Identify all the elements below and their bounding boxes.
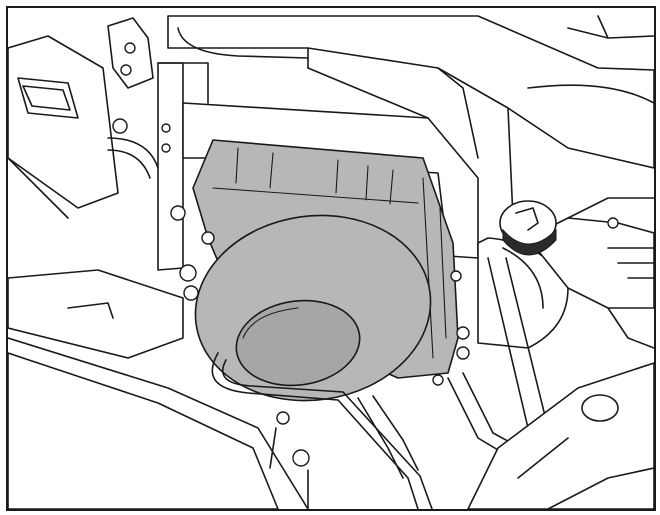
- left-hose: [107, 118, 199, 301]
- reservoir-cap: [499, 197, 654, 349]
- highlighted-unit: [192, 139, 470, 402]
- engine-bay-line-drawing: [8, 15, 654, 509]
- upper-housing: [167, 15, 654, 219]
- top-left-bracket: [107, 17, 154, 89]
- lower-left-panel: [8, 269, 309, 509]
- illustration-frame: [6, 6, 656, 511]
- left-bracket: [8, 35, 119, 219]
- lower-cables: [211, 352, 433, 509]
- lower-right-panel: [467, 362, 654, 509]
